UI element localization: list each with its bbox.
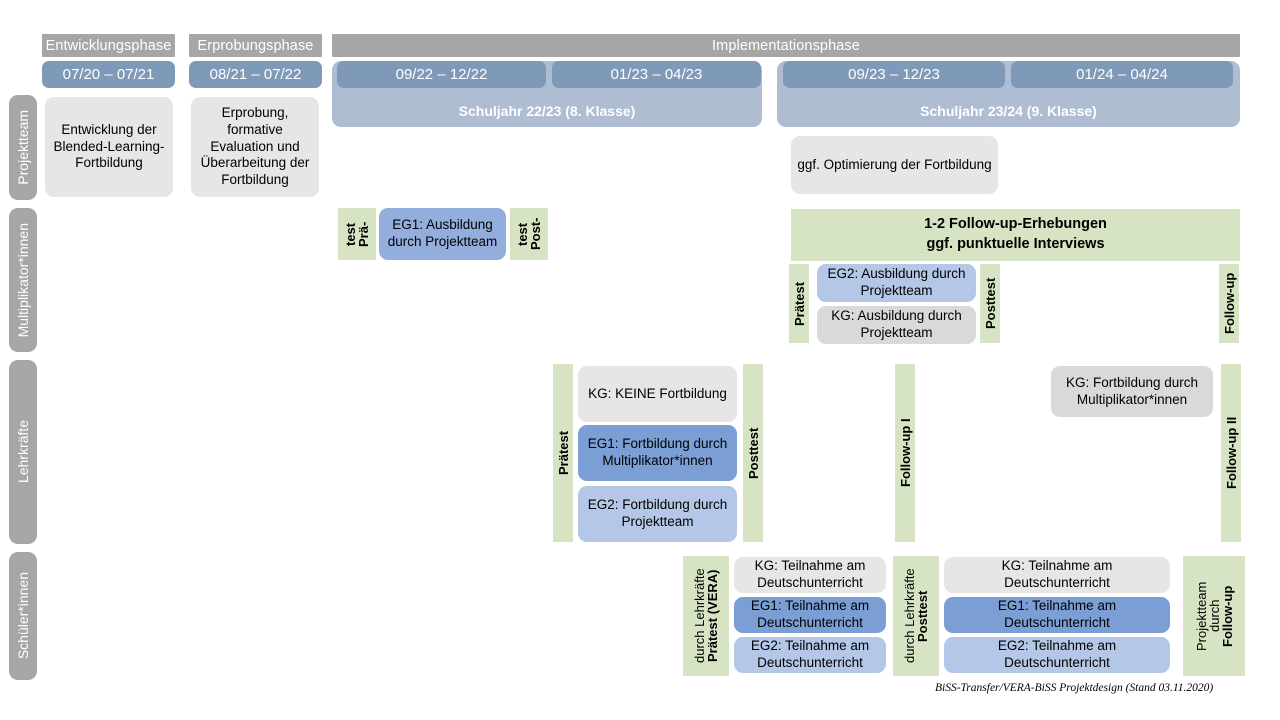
multi-praetest-strip-left: Prä- test [338, 208, 376, 260]
multi-praetest-line1: Prä- [356, 221, 371, 247]
multi-posttest-strip: Posttest [980, 264, 1000, 343]
phase-header-entwicklungsphase: Entwicklungsphase [42, 34, 175, 57]
multi-eg1-box: EG1: Ausbildung durch Projektteam [379, 208, 506, 260]
schueler-praetest-strip: Prätest (VERA) durch Lehrkräfte [683, 556, 729, 676]
footer-caption: BiSS-Transfer/VERA-BiSS Projektdesign (S… [935, 682, 1214, 694]
schueler-eg1-box-b: EG1: Teilnahme am Deutschunterricht [944, 597, 1170, 633]
lehr-followup-2-label: Follow-up II [1223, 416, 1239, 490]
multi-posttest-line2: test [515, 222, 530, 246]
lehr-followup-1-strip: Follow-up I [895, 364, 915, 542]
multi-followup-strip: Follow-up [1219, 264, 1239, 343]
lehr-eg2-box: EG2: Fortbildung durch Projektteam [578, 486, 737, 542]
rail-projektteam: Projektteam [9, 95, 37, 200]
schueler-posttest-strip: Posttest durch Lehrkräfte [893, 556, 939, 676]
phase-header-erprobungsphase: Erprobungsphase [189, 34, 322, 57]
multi-posttest-strip-left: Post- test [510, 208, 548, 260]
schueler-praetest-sub: durch Lehrkräfte [692, 568, 707, 664]
lehr-posttest-label: Posttest [745, 427, 761, 479]
multi-kg-box: KG: Ausbildung durch Projektteam [817, 306, 976, 344]
schueler-eg2-box-b: EG2: Teilnahme am Deutschunterricht [944, 637, 1170, 673]
rail-projektteam-label: Projektteam [15, 110, 31, 185]
lehr-kg-multi-box: KG: Fortbildung durch Multiplikator*inne… [1051, 366, 1213, 417]
multi-praetest-line2: test [343, 222, 358, 246]
rail-multiplikatorinnen: Multiplikator*innen [9, 208, 37, 352]
rail-lehrkraefte-label: Lehrkräfte [15, 420, 31, 484]
schueler-kg-box-a: KG: Teilnahme am Deutschunterricht [734, 557, 886, 593]
schueler-kg-box-b: KG: Teilnahme am Deutschunterricht [944, 557, 1170, 593]
multi-praetest-strip: Prätest [789, 264, 809, 343]
rail-schuelerinnen: Schüler*innen [9, 552, 37, 680]
schueler-followup-sub2: Projektteam [1193, 581, 1209, 651]
date-bar-0821-0722: 08/21 – 07/22 [189, 61, 322, 88]
lehr-followup-2-strip: Follow-up II [1221, 364, 1241, 542]
projektteam-entwicklung-box: Entwicklung der Blended-Learning-Fortbil… [45, 97, 173, 197]
projektteam-erprobung-box: Erprobung, formative Evaluation und Über… [191, 97, 319, 197]
schueler-eg1-box-a: EG1: Teilnahme am Deutschunterricht [734, 597, 886, 633]
schueler-followup-sub1: durch [1206, 599, 1222, 633]
date-bar-0124-0424: 01/24 – 04/24 [1011, 61, 1233, 88]
schueler-posttest-sub: durch Lehrkräfte [902, 568, 917, 664]
phase-header-implementationsphase: Implementationsphase [332, 34, 1240, 57]
rail-multiplikatorinnen-label: Multiplikator*innen [15, 222, 31, 338]
multi-followup-banner-line2: ggf. punktuelle Interviews [926, 236, 1105, 252]
rail-schuelerinnen-label: Schüler*innen [15, 572, 31, 660]
date-bar-0123-0423: 01/23 – 04/23 [552, 61, 761, 88]
lehr-praetest-label: Prätest [555, 430, 571, 476]
schueler-followup-strip: Follow-up durch Projektteam [1183, 556, 1245, 676]
multi-followup-label: Follow-up [1221, 272, 1237, 335]
schueler-followup-bold: Follow-up [1219, 585, 1235, 647]
lehr-posttest-strip: Posttest [743, 364, 763, 542]
schueler-eg2-box-a: EG2: Teilnahme am Deutschunterricht [734, 637, 886, 673]
multi-posttest-label: Posttest [982, 277, 998, 330]
lehr-eg1-box: EG1: Fortbildung durch Multiplikator*inn… [578, 425, 737, 481]
multi-followup-banner-line1: 1-2 Follow-up-Erhebungen [924, 216, 1107, 233]
multi-posttest-line1: Post- [528, 217, 543, 251]
date-bar-0720-0721: 07/20 – 07/21 [42, 61, 175, 88]
date-bar-0923-1223: 09/23 – 12/23 [783, 61, 1005, 88]
lehr-followup-1-label: Follow-up I [897, 418, 913, 488]
schueler-posttest-bold: Posttest [915, 590, 930, 642]
multi-followup-banner: 1-2 Follow-up-Erhebungen ggf. punktuelle… [791, 209, 1240, 261]
projektteam-optimierung-box: ggf. Optimierung der Fortbildung [791, 136, 998, 194]
multi-eg2-box: EG2: Ausbildung durch Projektteam [817, 264, 976, 302]
multi-praetest-label: Prätest [791, 281, 807, 326]
date-bar-0922-1222: 09/22 – 12/22 [337, 61, 546, 88]
schueler-praetest-bold: Prätest (VERA) [705, 569, 720, 663]
lehr-praetest-strip: Prätest [553, 364, 573, 542]
rail-lehrkraefte: Lehrkräfte [9, 360, 37, 544]
lehr-kg-keine-box: KG: KEINE Fortbildung [578, 366, 737, 422]
